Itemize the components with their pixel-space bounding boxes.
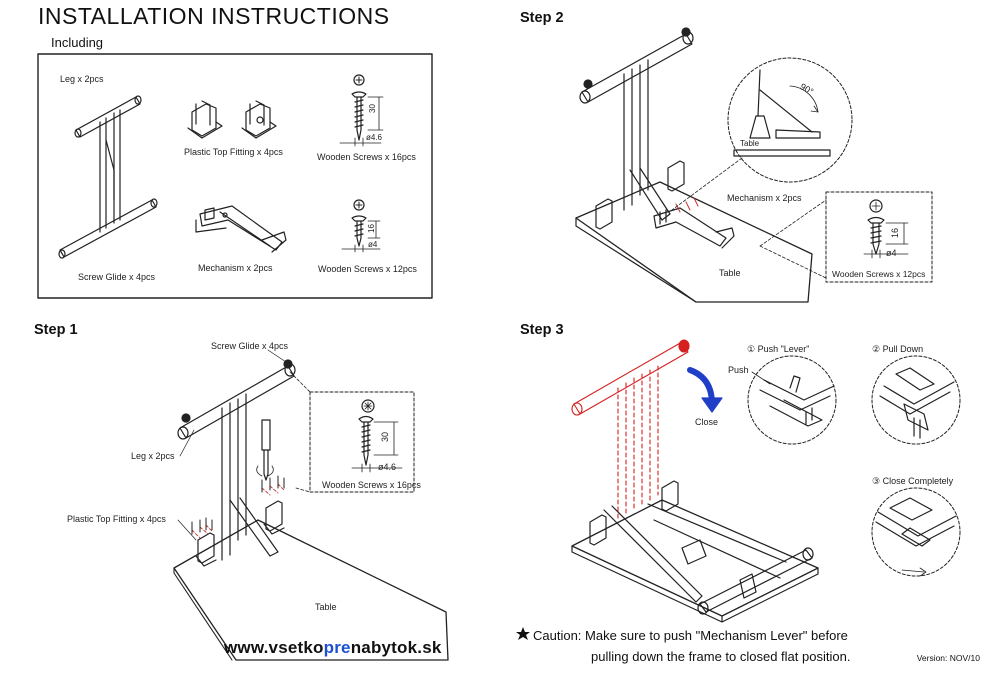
step1-leg-label: Leg x 2pcs bbox=[131, 451, 175, 461]
step2-heading: Step 2 bbox=[520, 10, 564, 26]
step1-small-screws bbox=[191, 475, 285, 535]
step1-glide-label: Screw Glide x 4pcs bbox=[211, 341, 289, 351]
step2-detail-table-label: Table bbox=[740, 139, 760, 148]
mechanism-drawing bbox=[195, 205, 287, 253]
step1-dim-30: 30 bbox=[380, 431, 391, 443]
url-part-2: pre bbox=[323, 638, 351, 657]
step2-dim-4: ø4 bbox=[886, 248, 897, 258]
step2-detail-box bbox=[759, 191, 933, 283]
step3-detail-3 bbox=[871, 487, 961, 577]
step2-mechanism-drawing bbox=[653, 197, 735, 249]
step2-detail-screw bbox=[863, 199, 909, 259]
including-mechanism-label: Mechanism x 2pcs bbox=[198, 263, 273, 273]
step3-push-label: Push bbox=[728, 365, 749, 375]
step3-push-lever-label: ① Push "Lever" bbox=[747, 344, 810, 354]
url-part-3: nabytok.sk bbox=[350, 638, 442, 657]
step3-detail-1 bbox=[747, 355, 837, 445]
including-screws-small-label: Wooden Screws x 12pcs bbox=[318, 264, 417, 274]
screw-large-drawing bbox=[339, 74, 384, 147]
dim-16-label: 16 bbox=[366, 224, 376, 233]
dim-46-label: ø4.6 bbox=[366, 133, 383, 142]
version-label: Version: NOV/10 bbox=[916, 653, 980, 663]
step1-leg-drawing bbox=[177, 359, 296, 567]
step2-leg-drawing bbox=[579, 27, 694, 230]
dim-30-label: 30 bbox=[367, 104, 377, 113]
url-part-1: www.vsetko bbox=[224, 638, 324, 657]
step2-dim-16: 16 bbox=[890, 227, 901, 239]
step1-screws-label: Wooden Screws x 16pcs bbox=[322, 480, 421, 490]
step1-fitting-label: Plastic Top Fitting x 4pcs bbox=[67, 514, 166, 524]
step3-detail-3-content bbox=[875, 497, 957, 577]
step1-table-drawing bbox=[173, 519, 449, 661]
including-glide-label: Screw Glide x 4pcs bbox=[78, 272, 156, 282]
step2-table-drawing bbox=[575, 181, 813, 303]
step1-leader-lines bbox=[177, 349, 287, 541]
step2-table-label: Table bbox=[719, 268, 741, 278]
step2-screws-label: Wooden Screws x 12pcs bbox=[832, 269, 926, 279]
step3-detail-2 bbox=[871, 355, 961, 445]
including-fitting-label: Plastic Top Fitting x 4pcs bbox=[184, 147, 283, 157]
step3-close-arrow bbox=[687, 367, 723, 413]
step3-close-completely-label: ③ Close Completely bbox=[872, 476, 954, 486]
step3-heading: Step 3 bbox=[520, 322, 564, 338]
including-heading: Including bbox=[51, 35, 104, 50]
step1-dim-46: ø4.6 bbox=[378, 462, 397, 472]
step3-detail-2-content bbox=[879, 367, 955, 439]
step3-table-drawing bbox=[571, 499, 819, 623]
step1-detail-screw bbox=[351, 399, 403, 473]
leg-part-drawing bbox=[58, 95, 158, 259]
caution-star-icon bbox=[516, 627, 530, 640]
step1-heading: Step 1 bbox=[34, 322, 78, 338]
step3-close-label: Close bbox=[695, 417, 719, 427]
step3-red-leg-drawing bbox=[571, 339, 690, 521]
screw-small-drawing bbox=[341, 199, 381, 253]
website-url[interactable]: www.vsetkoprenabytok.sk bbox=[224, 638, 442, 658]
including-leg-label: Leg x 2pcs bbox=[60, 74, 104, 84]
caution-line-2: pulling down the frame to closed flat po… bbox=[591, 649, 851, 664]
step2-mechanism-label: Mechanism x 2pcs bbox=[727, 193, 802, 203]
step2-detail-content bbox=[733, 69, 831, 157]
step1-table-label: Table bbox=[315, 602, 337, 612]
page-title: INSTALLATION INSTRUCTIONS bbox=[38, 3, 390, 29]
including-frame bbox=[37, 53, 433, 299]
including-screws-large-label: Wooden Screws x 16pcs bbox=[317, 152, 416, 162]
step3-folded-leg-drawing bbox=[589, 480, 814, 615]
step2-detail-circle bbox=[671, 57, 853, 211]
step3-detail-1-content bbox=[751, 371, 835, 427]
dim-4-label: ø4 bbox=[368, 240, 378, 249]
caution-line-1: Caution: Make sure to push "Mechanism Le… bbox=[533, 628, 848, 643]
step1-detail-box bbox=[289, 371, 415, 493]
plastic-fitting-drawing bbox=[187, 100, 277, 139]
step3-pull-down-label: ② Pull Down bbox=[872, 344, 924, 354]
step1-screwdriver-drawing bbox=[256, 419, 274, 481]
step1-screws-drawing bbox=[191, 483, 285, 539]
caution-note: Caution: Make sure to push "Mechanism Le… bbox=[517, 625, 850, 667]
